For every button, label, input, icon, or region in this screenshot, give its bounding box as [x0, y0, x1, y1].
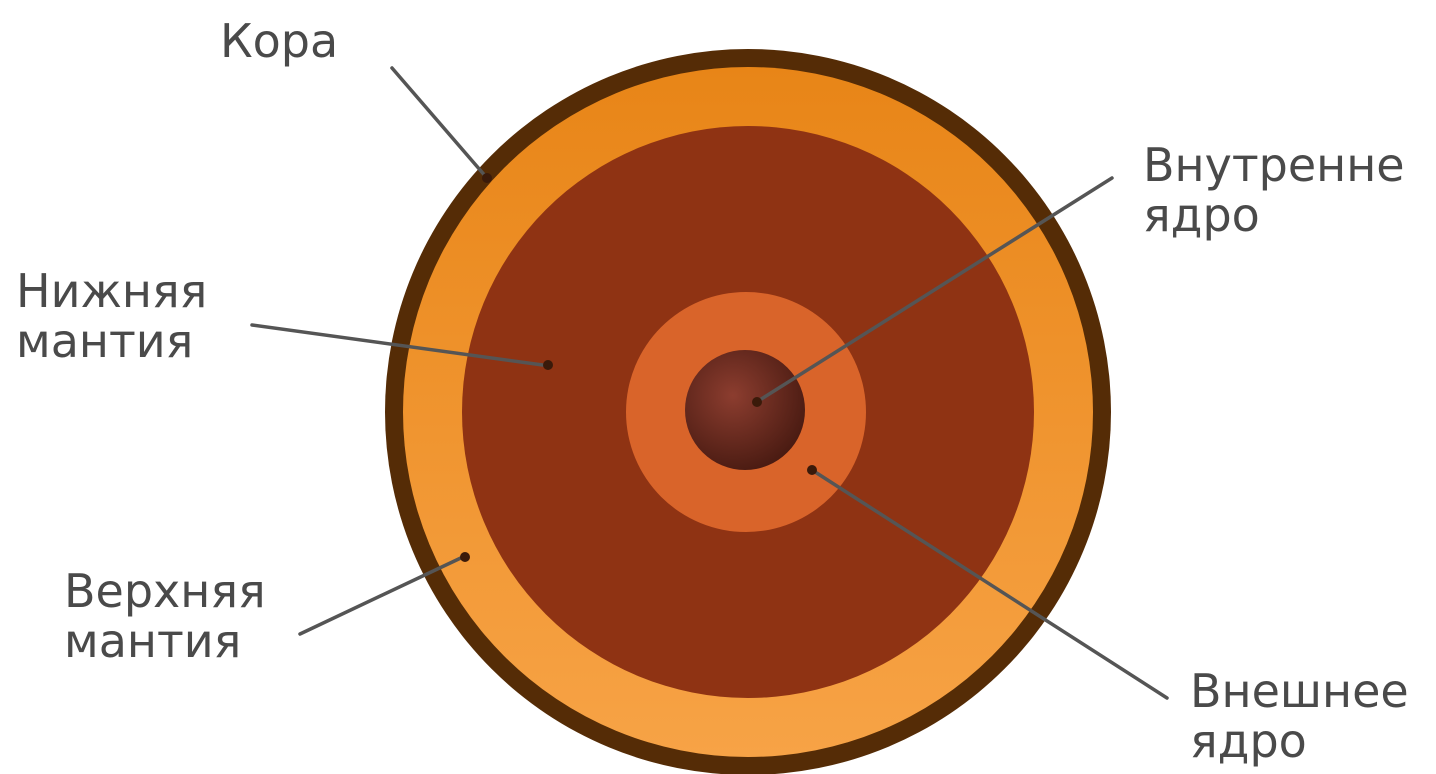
outer-core-leader-dot	[807, 465, 817, 475]
outer-core-label: Внешнее ядро	[1190, 666, 1409, 766]
crust-label: Кора	[220, 16, 338, 66]
inner-core-label-line-2: ядро	[1143, 190, 1405, 240]
upper-mantle-label: Верхняя мантия	[64, 566, 266, 666]
lower-mantle-leader-dot	[543, 360, 553, 370]
crust-leader-line	[392, 68, 487, 178]
upper-mantle-label-line-2: мантия	[64, 616, 266, 666]
lower-mantle-label-line-2: мантия	[16, 316, 207, 366]
crust-label-text: Кора	[220, 16, 338, 66]
inner-core-layer	[685, 350, 805, 470]
upper-mantle-label-line-1: Верхняя	[64, 566, 266, 616]
outer-core-label-line-2: ядро	[1190, 716, 1409, 766]
inner-core-label-line-1: Внутренне	[1143, 140, 1405, 190]
upper-mantle-leader-dot	[460, 552, 470, 562]
inner-core-label: Внутренне ядро	[1143, 140, 1405, 240]
crust-leader-dot	[482, 173, 492, 183]
outer-core-label-line-1: Внешнее	[1190, 666, 1409, 716]
inner-core-leader-dot	[752, 397, 762, 407]
lower-mantle-label-line-1: Нижняя	[16, 266, 207, 316]
lower-mantle-label: Нижняя мантия	[16, 266, 207, 366]
